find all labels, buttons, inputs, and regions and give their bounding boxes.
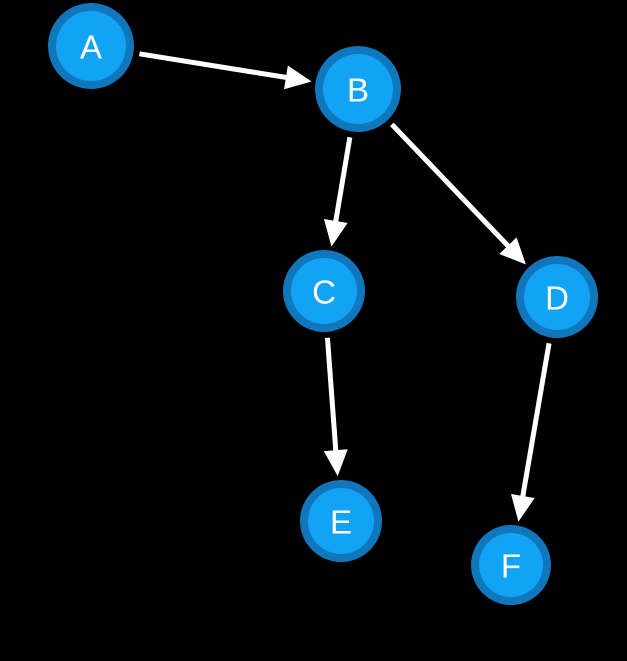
- graph-node-d[interactable]: D: [516, 256, 598, 338]
- node-label-d: D: [545, 280, 569, 317]
- edge-line-b-c: [332, 136, 353, 226]
- graph-node-a[interactable]: A: [48, 3, 134, 89]
- edge-line-d-f: [519, 342, 552, 501]
- edge-arrowhead-b-c: [323, 218, 348, 247]
- node-core-a: [56, 11, 126, 81]
- node-core-b: [323, 54, 393, 124]
- node-core-f: [479, 533, 543, 597]
- edge-line-c-e: [324, 337, 339, 455]
- node-core-d: [524, 264, 590, 330]
- node-core-c: [291, 258, 357, 324]
- graph-node-c[interactable]: C: [283, 250, 365, 332]
- edge-line-a-b: [138, 51, 291, 81]
- edge-arrowhead-b-d: [499, 237, 526, 265]
- edge-arrowhead-c-e: [323, 449, 348, 477]
- node-label-b: B: [347, 72, 369, 109]
- node-label-c: C: [312, 274, 336, 311]
- node-label-e: E: [330, 504, 352, 541]
- edge-line-b-d: [390, 122, 513, 251]
- node-core-e: [308, 488, 374, 554]
- edge-arrowhead-a-b: [284, 65, 312, 90]
- node-layer: A B C D E F: [48, 3, 598, 605]
- node-label-f: F: [501, 548, 521, 585]
- graph-node-b[interactable]: B: [315, 46, 401, 132]
- edge-layer: [138, 51, 552, 522]
- edge-arrowhead-d-f: [511, 493, 535, 522]
- node-label-a: A: [80, 29, 102, 66]
- graph-node-e[interactable]: E: [300, 480, 382, 562]
- graph-node-f[interactable]: F: [471, 525, 551, 605]
